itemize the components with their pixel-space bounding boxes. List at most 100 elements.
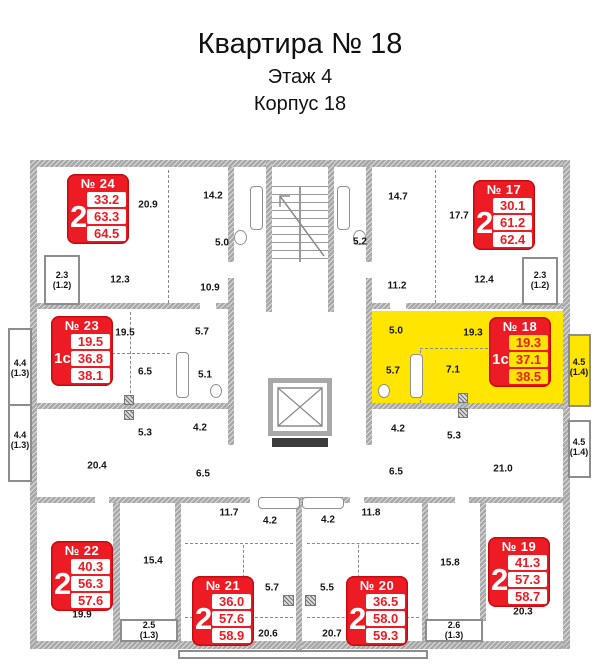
balcony	[568, 420, 591, 478]
area-without-balcony: 36.8	[71, 351, 110, 366]
room-area-label: 20.6	[258, 628, 278, 640]
total-area: 62.4	[493, 232, 532, 247]
balcony-area-label: 4.4(1.3)	[10, 358, 30, 378]
balcony-area-label: 4.5(1.4)	[569, 357, 589, 377]
partition-dashed	[130, 312, 131, 403]
apartment-info-23[interactable]: № 23 1с 19.5 36.8 38.1	[51, 316, 113, 386]
room-area-label: 5.3	[447, 430, 461, 442]
door-opening	[200, 303, 216, 309]
room-area-label: 5.0	[215, 237, 229, 249]
apartment-info-24[interactable]: № 24 2 33.2 63.3 64.5	[67, 174, 129, 244]
apartment-rooms-count: 2	[349, 600, 367, 636]
room-area-label: 5.2	[353, 236, 367, 248]
balcony-area-label: 4.4(1.3)	[10, 430, 30, 450]
wall-segment	[30, 160, 37, 649]
wall-segment	[372, 303, 563, 309]
balcony-area-label: 4.5(1.4)	[569, 437, 589, 457]
balcony	[120, 619, 178, 642]
partition-dashed	[112, 353, 170, 354]
door-opening	[250, 497, 264, 503]
wall-segment	[37, 303, 228, 309]
wall-segment	[563, 160, 570, 649]
balcony-area-label: 2.6(1.3)	[444, 620, 464, 640]
elevator-second	[272, 438, 328, 447]
area-without-balcony: 61.2	[493, 215, 532, 230]
bathtub-icon	[302, 497, 344, 509]
room-area-label: 19.5	[115, 327, 135, 339]
total-area: 38.1	[71, 368, 110, 383]
apartment-info-18[interactable]: № 18 1с 19.3 37.1 38.5	[489, 317, 551, 387]
room-area-label: 4.2	[321, 514, 335, 526]
room-area-label: 14.2	[203, 190, 223, 202]
partition-dashed	[185, 543, 293, 544]
door-opening	[366, 262, 372, 278]
room-area-label: 6.5	[138, 366, 152, 378]
door-opening	[95, 497, 109, 503]
partition-dashed	[307, 543, 419, 544]
wall-segment	[37, 497, 563, 503]
room-area-label: 20.4	[87, 460, 107, 472]
loggia	[522, 257, 558, 305]
partition-dashed	[435, 170, 436, 303]
apartment-rooms-count: 2	[195, 600, 213, 636]
living-area: 36.0	[212, 594, 251, 609]
apartment-info-17[interactable]: № 17 2 30.1 61.2 62.4	[473, 180, 535, 250]
room-area-label: 5.3	[138, 427, 152, 439]
total-area: 59.3	[366, 628, 405, 643]
toilet-icon	[353, 230, 366, 245]
door-opening	[350, 497, 364, 503]
door-opening	[390, 303, 406, 309]
elevator-shaft	[268, 378, 332, 436]
room-area-label: 19.9	[72, 609, 92, 621]
wall-segment	[366, 167, 372, 445]
room-area-label: 2.3(1.2)	[530, 270, 550, 290]
apartment-rooms-count: 1с	[54, 350, 71, 367]
apartment-number: № 22	[64, 543, 100, 558]
floor-subtitle: Этаж 4	[267, 66, 333, 88]
balcony-apartment-18[interactable]	[568, 334, 591, 407]
apartment-info-20[interactable]: № 20 2 36.5 58.0 59.3	[346, 576, 408, 646]
room-area-label: 20.7	[322, 628, 342, 640]
apartment-rooms-count: 2	[70, 198, 88, 234]
apartment-rooms-count: 1с	[492, 351, 509, 368]
apartment-number: № 17	[486, 182, 522, 197]
wall-segment	[480, 503, 486, 621]
room-area-label: 21.0	[493, 463, 513, 475]
room-area-label: 20.9	[138, 199, 158, 211]
room-area-label: 14.7	[388, 191, 408, 203]
room-area-label: 2.3(1.2)	[52, 270, 72, 290]
apartment-info-19[interactable]: № 19 2 41.3 57.3 58.7	[488, 537, 550, 607]
area-without-balcony: 57.6	[212, 611, 251, 626]
balcony	[425, 619, 483, 642]
room-area-label: 7.1	[446, 364, 460, 376]
room-area-label: 4.2	[193, 422, 207, 434]
wall-segment	[30, 160, 570, 167]
apartment-number: № 19	[501, 539, 537, 554]
room-area-label: 6.5	[389, 466, 403, 478]
toilet-icon	[378, 384, 390, 398]
wall-segment	[175, 503, 181, 641]
area-without-balcony: 58.0	[366, 611, 405, 626]
living-area: 30.1	[493, 198, 532, 213]
wall-segment	[328, 160, 334, 312]
wall-segment	[296, 503, 302, 655]
apartment-info-21[interactable]: № 21 2 36.0 57.6 58.9	[192, 576, 254, 646]
wall-segment	[113, 503, 120, 641]
living-area: 19.3	[509, 335, 548, 350]
apartment-rooms-count: 2	[491, 561, 509, 597]
room-area-label: 15.8	[440, 557, 460, 569]
bathtub-icon	[337, 186, 350, 230]
kitchen-unit-icon	[458, 393, 468, 403]
apartment-info-22[interactable]: № 22 2 40.3 56.3 57.6	[51, 541, 113, 611]
living-area: 40.3	[71, 559, 110, 574]
room-area-label: 19.3	[463, 327, 483, 339]
room-area-label: 5.7	[386, 365, 400, 377]
room-area-label: 4.2	[263, 515, 277, 527]
room-area-label: 5.0	[389, 325, 403, 337]
kitchen-unit-icon	[283, 595, 294, 606]
area-without-balcony: 56.3	[71, 576, 110, 591]
room-area-label: 12.4	[474, 274, 494, 286]
room-area-label: 6.5	[196, 468, 210, 480]
wall-segment	[266, 160, 272, 312]
area-without-balcony: 37.1	[509, 352, 548, 367]
